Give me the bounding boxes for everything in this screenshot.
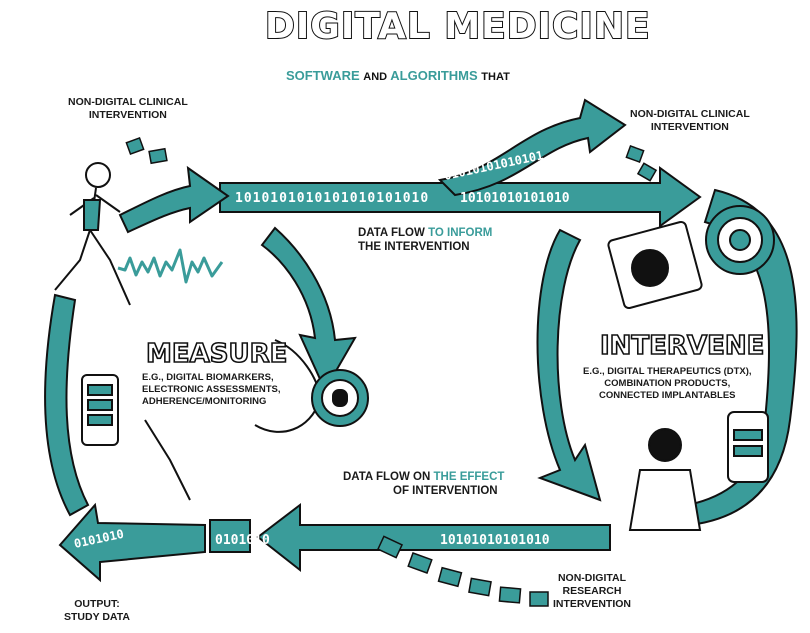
label-line: RESEARCH <box>562 585 622 598</box>
label-line: DATA FLOW ON <box>343 471 431 483</box>
label-data-flow-effect: DATA FLOW ON THE EFFECT OF INTERVENTION <box>343 470 504 499</box>
measure-heading: MEASURE <box>145 338 288 370</box>
binary-bottom-right: 10101010101010 <box>440 533 550 548</box>
intervene-detail: CONNECTED IMPLANTABLES <box>599 389 736 401</box>
label-line: DATA FLOW <box>358 227 425 239</box>
label-non-digital-research: NON-DIGITAL RESEARCH INTERVENTION <box>553 572 631 611</box>
binary-top-main: 1010101010101010101010 <box>235 191 429 206</box>
ingestible-sensor-illustration <box>254 339 369 433</box>
label-line: INTERVENTION <box>553 598 631 611</box>
dashed-input-left <box>125 137 168 165</box>
label-highlight: THE EFFECT <box>433 471 505 483</box>
dashed-research-input <box>376 535 549 607</box>
measure-detail: E.G., DIGITAL BIOMARKERS, <box>142 372 274 383</box>
label-non-digital-right: NON-DIGITAL CLINICAL INTERVENTION <box>630 108 750 134</box>
intervene-detail: E.G., DIGITAL THERAPEUTICS (DTX), <box>583 366 752 377</box>
measure-phone-illustration <box>81 374 191 501</box>
subtitle: SOFTWARE AND ALGORITHMS THAT <box>286 68 510 85</box>
subtitle-and: AND <box>363 71 388 83</box>
label-line: OUTPUT: <box>74 598 120 610</box>
entry-arrow <box>118 165 230 234</box>
label-data-flow-inform: DATA FLOW TO INFORM THE INTERVENTION <box>358 226 492 255</box>
label-line: THE INTERVENTION <box>358 241 470 254</box>
label-line: INTERVENTION <box>88 109 167 122</box>
tablet-illustration <box>607 205 775 310</box>
measure-detail: ADHERENCE/MONITORING <box>142 395 267 407</box>
upper-wave-arrow <box>437 98 627 197</box>
patient-illustration <box>628 411 769 531</box>
label-line: NON-DIGITAL CLINICAL <box>68 96 188 108</box>
subtitle-algorithms: ALGORITHMS <box>390 68 478 83</box>
intervene-heading: INTERVENE <box>599 330 765 362</box>
measure-detail: ELECTRONIC ASSESSMENTS, <box>142 383 281 395</box>
label-highlight: TO INFORM <box>428 227 493 239</box>
left-loop <box>44 293 90 517</box>
label-line: NON-DIGITAL <box>557 572 627 584</box>
inner-right-arrow <box>536 228 602 502</box>
subtitle-that: THAT <box>481 71 510 83</box>
label-line: STUDY DATA <box>64 611 130 624</box>
label-non-digital-left: NON-DIGITAL CLINICAL INTERVENTION <box>68 96 188 122</box>
bottom-flow-arrow <box>256 502 611 573</box>
intervene-details: E.G., DIGITAL THERAPEUTICS (DTX), COMBIN… <box>583 366 752 402</box>
page-title: DIGITAL MEDICINE <box>264 5 651 48</box>
output-arrow <box>58 502 206 583</box>
dashed-input-right <box>625 145 658 182</box>
runner-illustration <box>54 162 131 306</box>
label-line: NON-DIGITAL CLINICAL <box>630 108 750 120</box>
top-flow-arrow <box>219 166 702 228</box>
intervene-detail: COMBINATION PRODUCTS, <box>604 377 731 389</box>
measure-details: E.G., DIGITAL BIOMARKERS, ELECTRONIC ASS… <box>142 372 280 408</box>
label-line: INTERVENTION <box>650 121 729 134</box>
label-line: OF INTERVENTION <box>393 485 498 498</box>
subtitle-software: SOFTWARE <box>286 68 360 83</box>
label-output: OUTPUT: STUDY DATA <box>64 598 130 624</box>
binary-bottom-mid: 0101010 <box>215 533 270 548</box>
biomarker-waveform <box>117 248 224 284</box>
output-arrow-head <box>209 519 251 553</box>
binary-top-right: 10101010101010 <box>460 191 570 206</box>
